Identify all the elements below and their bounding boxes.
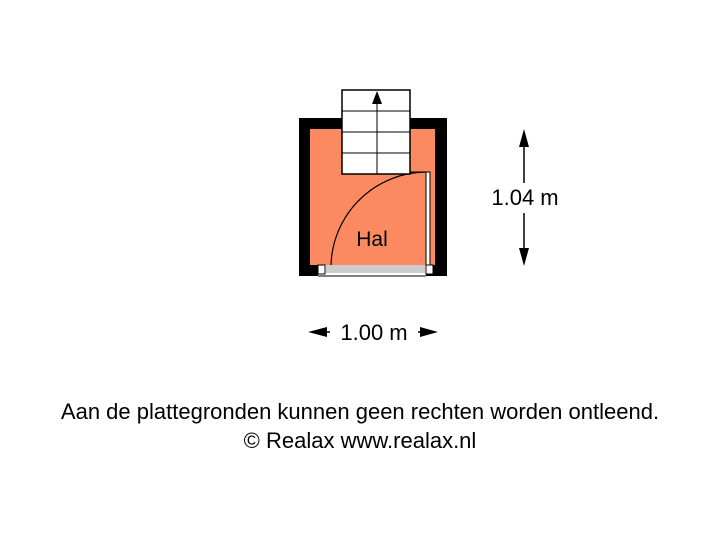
arrow-up-icon: [519, 129, 529, 147]
height-dimension: [484, 129, 566, 266]
staircase: [341, 89, 411, 175]
width-dimension: [308, 327, 438, 337]
width-dimension-label: 1.00 m: [340, 320, 407, 345]
room-label: Hal: [356, 228, 388, 251]
arrow-right-icon: [420, 327, 438, 337]
entrance-threshold: [317, 264, 434, 277]
floor-plan: Hal 1.04 m 1.00 m: [299, 89, 566, 345]
arrow-down-icon: [519, 248, 529, 266]
arrow-left-icon: [308, 327, 327, 337]
disclaimer-text: Aan de plattegronden kunnen geen rechten…: [60, 399, 660, 424]
copyright-text: © Realax www.realax.nl: [243, 428, 477, 453]
stair-direction-arrow-icon: [372, 91, 382, 104]
height-dimension-label: 1.04 m: [491, 185, 558, 210]
